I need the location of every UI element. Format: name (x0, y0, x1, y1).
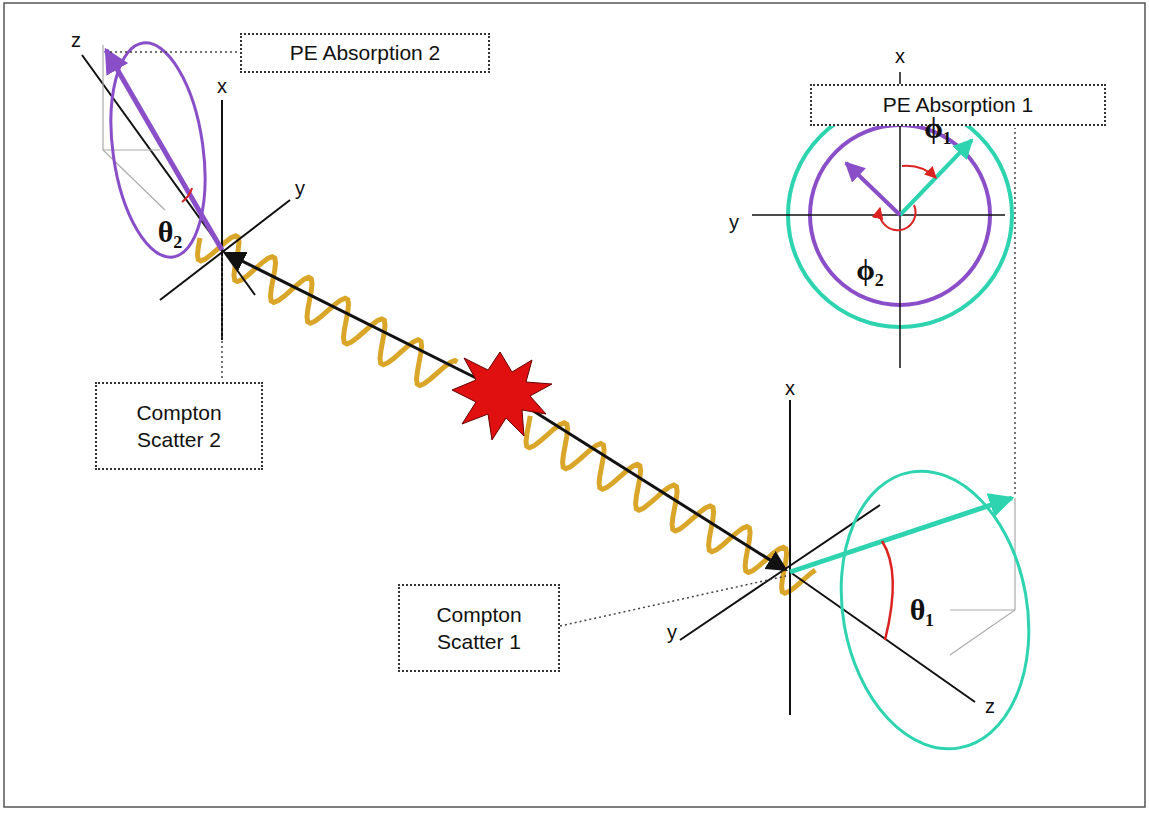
callout-box: Compton Scatter 2 (95, 382, 263, 470)
callout-text: Compton Scatter 2 (107, 399, 251, 454)
axis-label: z (71, 29, 81, 52)
phi-arc-1 (902, 166, 936, 178)
photon-wave (198, 236, 816, 593)
scatter-arrow-2 (106, 50, 222, 250)
axis-label: x (785, 377, 795, 400)
axes-1 (680, 400, 1015, 715)
callout-text: Compton Scatter 1 (410, 601, 548, 656)
photon-path (226, 253, 500, 390)
callout-text: PE Absorption 2 (252, 39, 478, 66)
angle-label: ϕ₂ (856, 253, 884, 287)
axis-label: x (217, 75, 227, 98)
callout-box: PE Absorption 2 (240, 33, 490, 73)
angle-label: θ₁ (910, 593, 935, 627)
inset-axis (752, 214, 1005, 216)
callout-box: PE Absorption 1 (810, 84, 1106, 126)
angle-label: θ₂ (158, 215, 183, 249)
axis-label: x (895, 45, 905, 68)
angle-label: ϕ₁ (924, 111, 952, 145)
theta-arc-1 (882, 541, 893, 640)
theta-arc-2 (182, 188, 192, 202)
axis-label: y (667, 621, 677, 644)
phi-arc-2 (880, 205, 916, 230)
inset-arrow-2 (846, 163, 900, 215)
frame (4, 3, 1145, 807)
axis-label: y (295, 177, 305, 200)
inset-arrow-1 (900, 140, 972, 215)
callout-box: Compton Scatter 1 (398, 584, 560, 672)
axis-label: z (985, 695, 995, 718)
scatter-arrow-1 (790, 498, 1012, 572)
callout-text: PE Absorption 1 (822, 91, 1094, 118)
axis-label: y (729, 211, 739, 234)
leader-line (110, 52, 1015, 626)
photon-path (500, 390, 786, 570)
cone-1 (820, 456, 1050, 764)
annihilation-burst (452, 352, 552, 440)
